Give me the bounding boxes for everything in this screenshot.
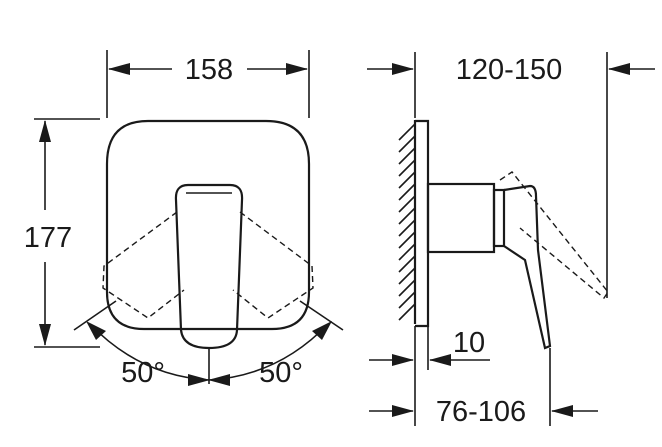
angle-arrow-center-right: [208, 374, 230, 386]
angle-leader-right: [299, 300, 344, 331]
width-arrow-left: [108, 63, 130, 75]
depth-label: 76-106: [436, 396, 526, 428]
wall-hatching: [398, 123, 416, 321]
side-lever: [503, 184, 552, 350]
valve-collar-side: [492, 188, 506, 248]
angle-left-label: 50°: [121, 357, 165, 389]
handle-rotated-left: [102, 211, 185, 319]
depth-arrow-right: [551, 405, 573, 417]
front-view: 158 177 50° 50°: [24, 50, 344, 389]
handle-rotated-right: [232, 211, 314, 319]
projection-arrow-left: [392, 63, 414, 75]
depth-arrow-left: [392, 405, 414, 417]
angle-arrow-center-left: [188, 374, 210, 386]
handle-lever: [174, 183, 244, 350]
thickness-label: 10: [453, 327, 485, 359]
projection-label: 120-150: [456, 54, 562, 86]
angle-arrow-right: [312, 321, 332, 340]
angle-leader-left: [73, 300, 117, 331]
width-arrow-right: [286, 63, 308, 75]
thickness-arrow-right: [429, 354, 451, 366]
thickness-arrow-left: [392, 354, 414, 366]
height-label: 177: [24, 222, 72, 254]
projection-arrow-right: [608, 63, 630, 75]
side-lever-raised: [499, 171, 609, 300]
cover-plate: [105, 119, 311, 331]
height-arrow-bottom: [39, 324, 51, 346]
cover-plate-side: [415, 119, 430, 328]
side-view: 120-150: [367, 52, 655, 428]
width-label: 158: [185, 54, 233, 86]
angle-right-label: 50°: [259, 357, 303, 389]
height-arrow-top: [39, 120, 51, 142]
valve-body-side: [426, 182, 496, 254]
angle-arrow-left: [86, 321, 106, 340]
